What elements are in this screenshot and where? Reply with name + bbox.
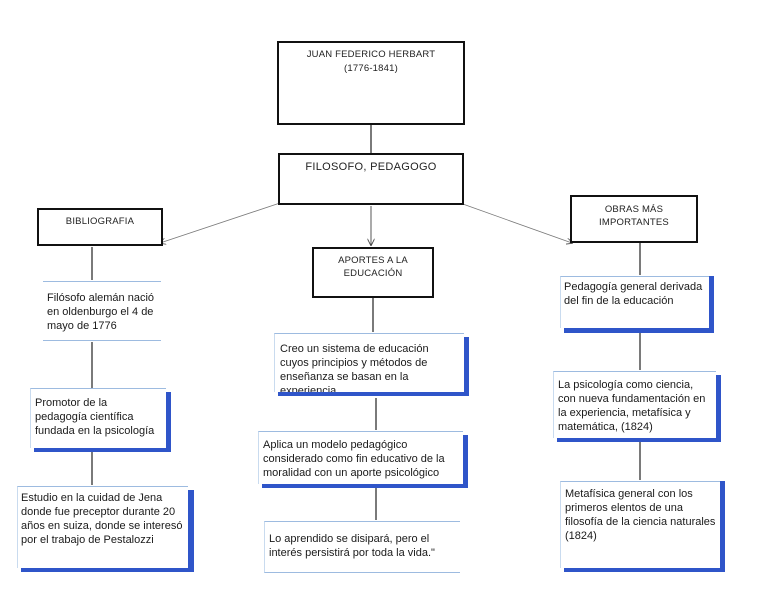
center-card-2-text: Aplica un modelo pedagógico considerado …	[263, 439, 445, 479]
right-card-2-text: La psicología como ciencia, con nueva fu…	[558, 379, 706, 433]
right-card-1-text: Pedagogía general derivada del fin de la…	[564, 281, 703, 307]
left-card-1-text: Filósofo alemán nació en oldenburgo el 4…	[47, 292, 155, 332]
left-header: BIBLIOGRAFIA	[37, 208, 163, 246]
sub-to-right-arrow	[459, 202, 572, 243]
center-header: APORTES A LA EDUCACIÓN	[312, 247, 434, 298]
right-card-2: La psicología como ciencia, con nueva fu…	[553, 371, 716, 438]
center-card-1-text: Creo un sistema de educación cuyos princ…	[280, 343, 429, 392]
left-card-2-text: Promotor de la pedagogía científica fund…	[35, 397, 155, 437]
sub-node: FILOSOFO, PEDAGOGO	[278, 153, 464, 205]
root-years: (1776-1841)	[344, 63, 398, 74]
left-card-3-text: Estudio en la cuidad de Jena donde fue p…	[21, 492, 183, 546]
right-header: OBRAS MÁS IMPORTANTES	[570, 195, 698, 243]
left-card-2: Promotor de la pedagogía científica fund…	[30, 388, 166, 448]
center-card-1: Creo un sistema de educación cuyos princ…	[274, 333, 464, 392]
right-card-3-text: Metafísica general con los primeros elen…	[565, 488, 716, 542]
center-card-3: Lo aprendido se disipará, pero el interé…	[264, 521, 460, 573]
left-card-1: Filósofo alemán nació en oldenburgo el 4…	[43, 281, 161, 341]
left-header-label: BIBLIOGRAFIA	[65, 216, 135, 227]
center-card-2: Aplica un modelo pedagógico considerado …	[258, 431, 463, 484]
root-node: JUAN FEDERICO HERBART (1776-1841)	[277, 41, 465, 125]
sub-to-left-arrow	[160, 202, 281, 243]
sub-label: FILOSOFO, PEDAGOGO	[305, 161, 437, 173]
right-header-label: OBRAS MÁS IMPORTANTES	[599, 204, 669, 228]
right-card-1: Pedagogía general derivada del fin de la…	[560, 276, 709, 328]
center-card-3-text: Lo aprendido se disipará, pero el interé…	[269, 533, 435, 559]
left-card-3: Estudio en la cuidad de Jena donde fue p…	[17, 486, 188, 568]
root-title: JUAN FEDERICO HERBART	[306, 49, 436, 60]
right-card-3: Metafísica general con los primeros elen…	[560, 481, 720, 568]
center-header-label: APORTES A LA EDUCACIÓN	[338, 255, 408, 279]
